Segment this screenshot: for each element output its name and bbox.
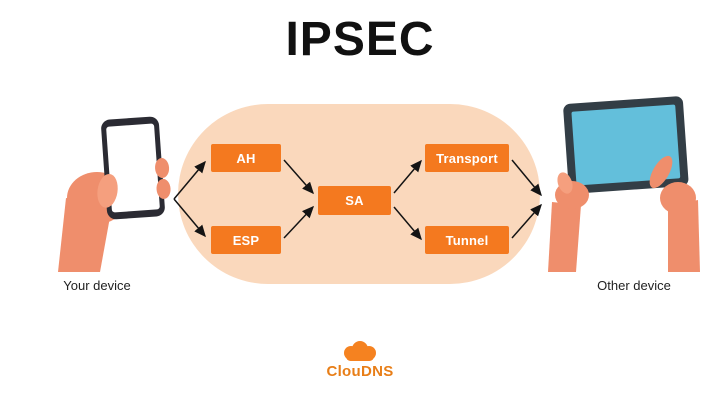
node-sa: SA [318, 186, 391, 215]
phone-body [101, 116, 165, 220]
thumb-shape [97, 173, 118, 208]
pointing-hand-shape [660, 182, 696, 214]
left-palm-shape [67, 172, 127, 224]
pointing-finger-shape [649, 155, 673, 189]
gripping-hand-shape [555, 181, 589, 209]
tablet-screen [571, 104, 681, 186]
cloud-icon [344, 341, 376, 361]
phone-screen [106, 123, 160, 213]
node-ah: AH [211, 144, 281, 172]
other-device-label: Other device [597, 278, 671, 293]
gripping-thumb-shape [557, 172, 573, 194]
right-left-arm-shape [548, 202, 581, 272]
left-arm-shape [58, 198, 112, 272]
cloudns-logo: ClouDNS [0, 341, 720, 380]
node-transport: Transport [425, 144, 509, 172]
page-title: IPSEC [285, 13, 435, 66]
cloudns-logo-text: ClouDNS [326, 363, 394, 380]
fingertip-shape [155, 157, 170, 178]
right-right-arm-shape [668, 200, 700, 272]
fingertip-shape [156, 178, 171, 199]
phone-illustration [58, 116, 171, 272]
node-esp: ESP [211, 226, 281, 254]
tablet-illustration [548, 96, 700, 272]
node-tunnel: Tunnel [425, 226, 509, 254]
your-device-label: Your device [63, 278, 131, 293]
tablet-body [563, 96, 689, 194]
